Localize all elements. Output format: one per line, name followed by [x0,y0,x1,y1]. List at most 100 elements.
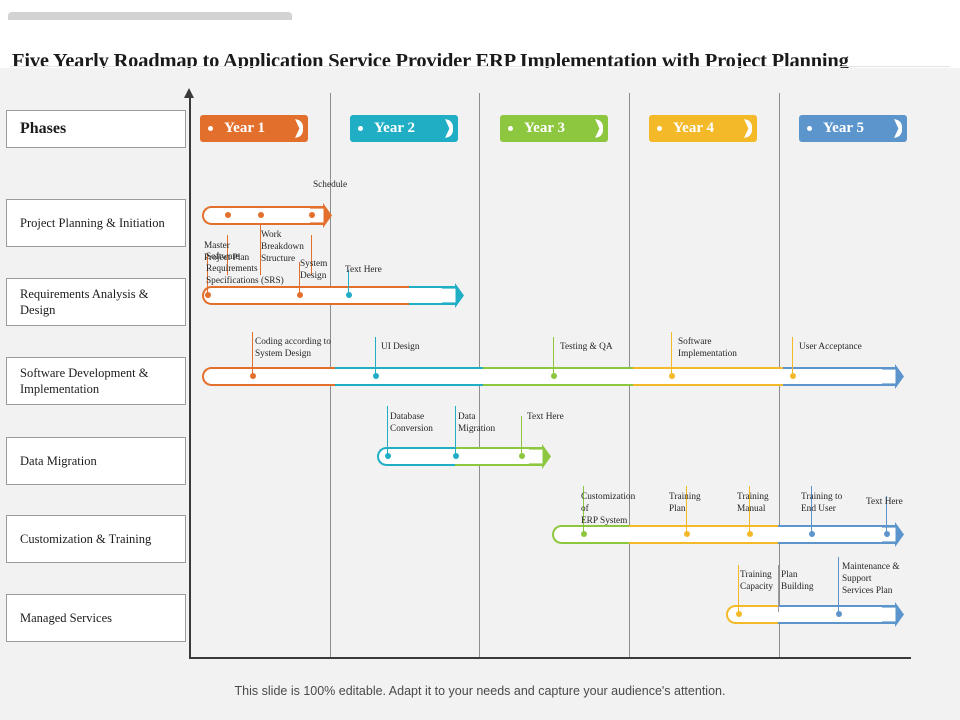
milestone-label: Data Migration [458,412,496,435]
sidebar-item-data-migration[interactable]: Data Migration [6,437,186,485]
bar-arrow-head-icon [882,364,904,389]
milestone-dot [789,373,796,379]
title-divider [10,66,950,67]
milestone-dot [683,531,690,537]
milestone-dot [296,292,303,298]
bar-segment [778,525,888,544]
milestone-stem [749,486,750,532]
year-banner-5[interactable]: Year 5 [799,115,907,142]
bar-segment [202,286,409,305]
title-band: Five Yearly Roadmap to Application Servi… [0,20,960,72]
milestone-dot [668,373,675,379]
milestone-label: Text Here [345,265,382,275]
milestone-dot [384,453,391,459]
milestone-stem [838,557,839,612]
milestone-stem [686,486,687,532]
milestone-label: Master Project Plan [204,241,250,264]
timeline-bar-managed-services[interactable] [726,602,904,627]
bar-segment [726,605,778,624]
bar-segment [335,367,483,386]
milestone-stem [348,270,349,293]
milestone-stem [671,332,672,374]
milestone-stem [583,486,584,532]
milestone-dot [550,373,557,379]
milestone-dot [835,611,842,617]
milestone-stem [792,337,793,374]
timeline-bar-software-development-implementation[interactable] [202,364,904,389]
milestone-label: Plan Building [781,570,814,593]
bar-segment [633,367,783,386]
sidebar-item-managed-services[interactable]: Managed Services [6,594,186,642]
year-banner-4[interactable]: Year 4 [649,115,757,142]
bar-segment [455,447,535,466]
milestone-stem [886,496,887,532]
milestone-dot [746,531,753,537]
sidebar-header: Phases [6,110,186,148]
timeline-bar-customization-training[interactable] [552,522,904,547]
horizontal-axis [189,657,911,659]
bar-segment [629,525,778,544]
milestone-label: Training to End User [801,492,843,515]
milestone-stem [252,332,253,374]
milestone-stem [299,262,300,293]
bullet-icon [807,126,812,131]
bar-arrow-head-icon [882,602,904,627]
milestone-dot [204,292,211,298]
milestone-stem [227,235,228,275]
milestone-dot [224,212,231,218]
milestone-dot [808,531,815,537]
bullet-icon [208,126,213,131]
milestone-label: Software Requirements Specifications (SR… [206,252,284,287]
timeline-bar-data-migration[interactable] [377,444,552,469]
milestone-dot [345,292,352,298]
year-banner-1[interactable]: Year 1 [200,115,308,142]
bar-segment [409,286,449,305]
bar-segment [377,447,455,466]
top-bar [0,0,960,20]
bar-segment [202,367,335,386]
milestone-stem [778,565,779,612]
milestone-dot [735,611,742,617]
year-banner-2[interactable]: Year 2 [350,115,458,142]
sidebar-item-label: Data Migration [20,453,97,468]
milestone-label: UI Design [381,342,420,352]
milestone-label: System Design [300,259,328,282]
bullet-icon [657,126,662,131]
milestone-label: Work Breakdown Structure [261,230,304,265]
milestone-label: Maintenance & Support Services Plan [842,562,900,597]
milestone-stem [553,337,554,374]
milestone-stem [455,406,456,454]
year-label: Year 3 [524,120,565,136]
milestone-stem [521,416,522,454]
sidebar-item-label: Managed Services [20,610,112,625]
bullet-icon [508,126,513,131]
milestone-label: Text Here [866,497,903,507]
roadmap-canvas: Phases Project Planning & Initiation Req… [0,68,960,720]
timeline-bar-requirements-analysis-design[interactable] [202,283,464,308]
milestone-stem [811,486,812,532]
slide-footer-note: This slide is 100% editable. Adapt it to… [234,684,726,698]
milestone-dot [257,212,264,218]
top-bar-tab [8,12,292,20]
milestone-label: Software Implementation [678,337,737,360]
bar-arrow-head-icon [529,444,551,469]
sidebar-item-label: Customization & Training [20,531,152,546]
milestone-dot [372,373,379,379]
bar-segment [552,525,629,544]
milestone-dot [518,453,525,459]
bar-segment [778,605,888,624]
sidebar-item-customization-training[interactable]: Customization & Training [6,515,186,563]
sidebar-item-label: Software Development & Implementation [20,365,149,397]
year-banner-3[interactable]: Year 3 [500,115,608,142]
milestone-label: User Acceptance [799,342,862,352]
year-label: Year 2 [374,120,415,136]
milestone-stem [207,253,208,293]
sidebar-item-software-development-implementation[interactable]: Software Development & Implementation [6,357,186,405]
sidebar-item-project-planning-initiation[interactable]: Project Planning & Initiation [6,199,186,247]
sidebar-item-requirements-analysis-design[interactable]: Requirements Analysis & Design [6,278,186,326]
bar-segment [783,367,888,386]
bar-arrow-head-icon [442,283,464,308]
milestone-dot [580,531,587,537]
milestone-label: Customization of ERP System [581,492,636,527]
